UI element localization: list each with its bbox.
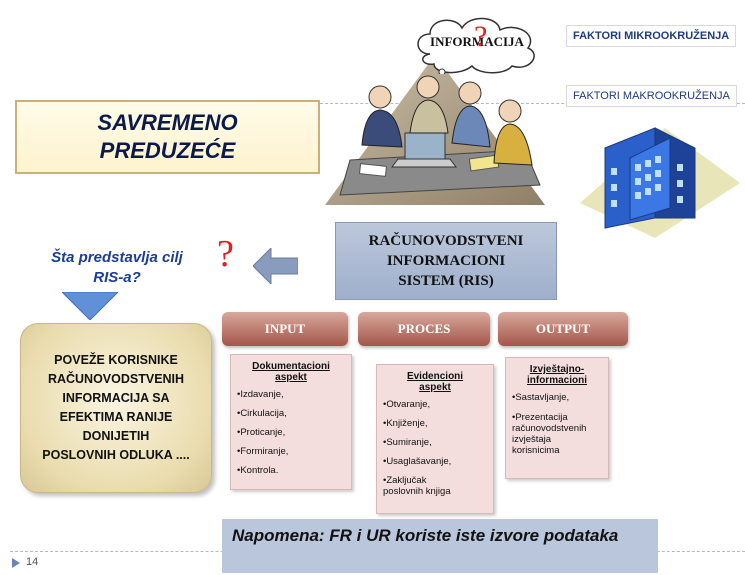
modern-company-title: SAVREMENO PREDUZEĆE [15,100,320,174]
page-number: 14 [26,556,39,568]
list-item: •Cirkulacija, [237,408,287,419]
question-mark: ? [217,233,234,275]
question-text: Šta predstavlja cilj RIS-a? [51,249,183,286]
output-header: Izvještajno- informacioni [526,364,587,386]
tab-input-label: INPUT [264,321,306,336]
information-label: INFORMACIJA [430,34,524,49]
proces-content-box: Evidencioni aspekt •Otvaranje, •Knjiženj… [376,364,494,514]
title-text: SAVREMENO PREDUZEĆE [97,110,238,163]
list-item: •Kontrola. [237,465,279,476]
tab-proces: PROCES [358,312,490,346]
input-content-box: Dokumentacioni aspekt •Izdavanje, •Cirku… [230,354,352,490]
tab-input: INPUT [222,312,348,346]
output-content-box: Izvještajno- informacioni •Sastavljanje,… [505,357,609,479]
play-arrow-icon [12,558,20,568]
top-divider [300,103,745,104]
ris-title-text: RAČUNOVODSTVENI INFORMACIONI SISTEM (RIS… [368,233,524,289]
proces-header: Evidencioni aspekt [406,371,464,393]
triangle-down-icon [62,292,118,320]
list-item: •Sumiranje, [383,437,432,448]
note-box: Napomena: FR i UR koriste iste izvore po… [222,519,658,573]
list-item: •Otvaranje, [383,399,431,410]
list-item: •Izdavanje, [237,389,284,400]
micro-environment-label: FAKTORI MIKROOKRUŽENJA [566,25,737,47]
note-text: Napomena: FR i UR koriste iste izvore po… [232,526,619,545]
office-building-icon [580,127,740,238]
tab-proces-label: PROCES [397,321,451,336]
input-header: Dokumentacioni aspekt [252,361,330,383]
meeting-pyramid-illustration [325,55,545,205]
cloud-question-mark: ? [474,20,488,53]
macro-environment-label: FAKTORI MAKROOKRUŽENJA [566,85,737,107]
arrow-left-icon [253,248,298,284]
list-item: •Usaglašavanje, [383,456,452,467]
tab-output-label: OUTPUT [535,321,591,336]
ris-goal-box: POVEŽE KORISNIKE RAČUNOVODSTVENIH INFORM… [20,323,212,493]
ris-title-box: RAČUNOVODSTVENI INFORMACIONI SISTEM (RIS… [335,222,557,300]
list-item: •Sastavljanje, [512,392,570,403]
goal-text: POVEŽE KORISNIKE RAČUNOVODSTVENIH INFORM… [42,353,190,462]
thought-cloud-shape [417,17,535,74]
list-item: •Knjiženje, [383,418,428,429]
list-item: •Zaključak poslovnih knjiga [383,475,451,497]
list-item: •Formiranje, [237,446,289,457]
list-item: •Prezentacija računovodstvenih izvještaj… [512,412,587,456]
tab-output: OUTPUT [498,312,628,346]
list-item: •Proticanje, [237,427,286,438]
